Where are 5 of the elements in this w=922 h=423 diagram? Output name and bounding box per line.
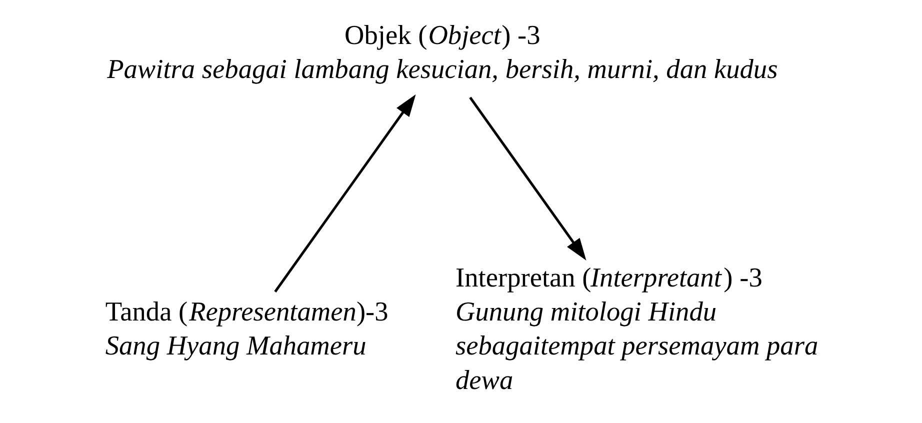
node-text: Tanda (Representamen)-3 Sang Hyang Mahameru — [104, 296, 388, 361]
arrow — [274, 94, 416, 292]
node-text: Interpretan (Interpretant) -3 Gunung mitologi Hindu sebagaitempat persemayam para dewa — [455, 262, 818, 395]
node-text: Objek (Object) -3 Pawitra sebagai lambang kesucian, bersih, murni, dan kudus — [106, 20, 778, 84]
arrow — [468, 96, 586, 260]
